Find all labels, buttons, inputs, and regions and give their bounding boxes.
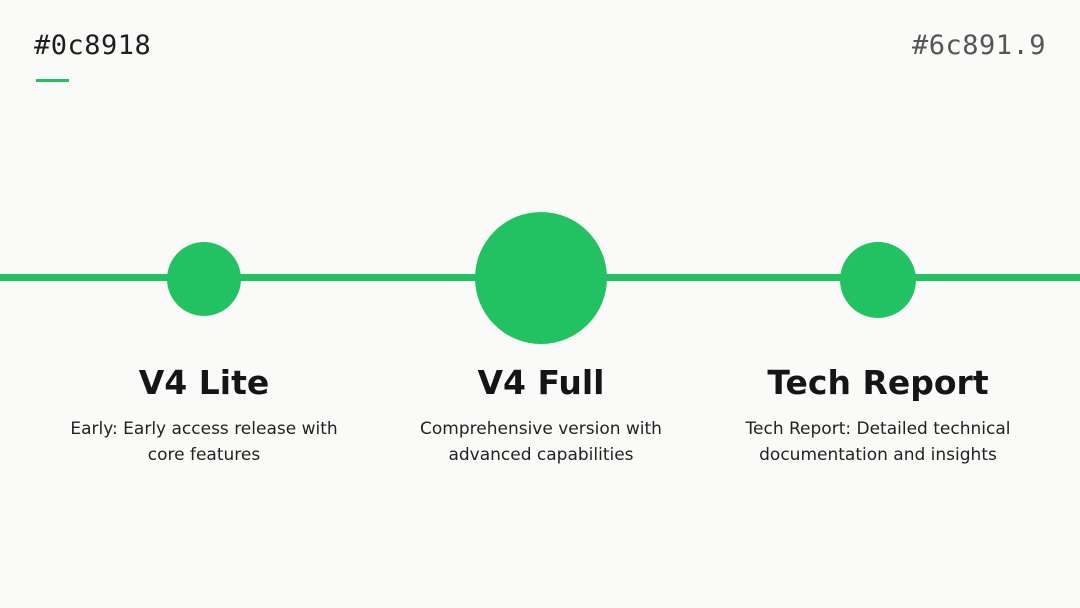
- timeline-node-v4-full: [475, 212, 607, 344]
- milestone-title: V4 Full: [477, 363, 605, 402]
- milestone-description: Early: Early access release with core fe…: [70, 419, 338, 465]
- top-right-code-label: #6c891.9: [911, 30, 1046, 61]
- milestone-title: Tech Report: [767, 363, 989, 402]
- timeline-node-v4-lite: [167, 242, 241, 316]
- milestone-v4-lite: V4 Lite Early: Early access release with…: [44, 360, 364, 468]
- milestone-description: Tech Report: Detailed technical document…: [745, 419, 1011, 465]
- accent-underline: [36, 79, 69, 82]
- milestone-description: Comprehensive version with advanced capa…: [420, 419, 662, 465]
- milestone-title: V4 Lite: [138, 363, 270, 402]
- timeline-node-tech-report: [840, 242, 916, 318]
- top-left-code-label: #0c8918: [34, 30, 152, 61]
- milestone-v4-full: V4 Full Comprehensive version with advan…: [381, 360, 701, 468]
- milestone-tech-report: Tech Report Tech Report: Detailed techni…: [718, 360, 1038, 468]
